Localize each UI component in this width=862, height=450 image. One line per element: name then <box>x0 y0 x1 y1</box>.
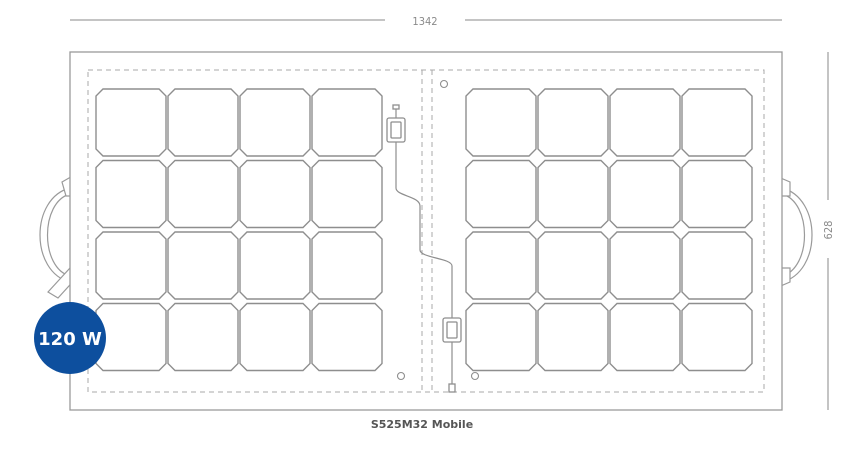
solar-cell-left-r1-c2 <box>167 88 239 157</box>
width-dimension-label: 1342 <box>412 15 437 28</box>
connector-top <box>392 104 400 110</box>
solar-cell-right-r2-c4 <box>681 159 753 229</box>
mounting-hole-bottom-left <box>396 371 406 381</box>
left-module-cells <box>95 88 383 372</box>
solar-cell-right-r1-c4 <box>681 88 753 157</box>
solar-cell-left-r4-c3 <box>239 302 311 372</box>
solar-cell-left-r2-c4 <box>311 159 383 229</box>
solar-cell-left-r4-c1 <box>95 302 167 372</box>
height-dimension: 628 <box>822 52 835 410</box>
width-dimension: 1342 <box>70 15 782 28</box>
solar-cell-left-r2-c2 <box>167 159 239 229</box>
mounting-hole-bottom-right <box>470 371 480 381</box>
solar-cell-right-r2-c2 <box>537 159 609 229</box>
solar-cell-right-r3-c3 <box>609 231 681 300</box>
solar-cell-right-r4-c1 <box>465 302 537 372</box>
solar-cell-left-r3-c4 <box>311 231 383 300</box>
solar-cell-right-r3-c2 <box>537 231 609 300</box>
solar-cell-left-r3-c2 <box>167 231 239 300</box>
junction-box-bottom-inner <box>446 321 458 339</box>
solar-cell-left-r3-c3 <box>239 231 311 300</box>
solar-cell-left-r1-c4 <box>311 88 383 157</box>
solar-cell-left-r2-c1 <box>95 159 167 229</box>
solar-cell-right-r4-c4 <box>681 302 753 372</box>
solar-cell-left-r4-c2 <box>167 302 239 372</box>
right-module-cells <box>465 88 753 372</box>
connector-bottom <box>448 383 456 393</box>
model-name: S525M32 Mobile <box>371 418 473 431</box>
left-handle-strap <box>39 187 71 283</box>
solar-cell-left-r2-c3 <box>239 159 311 229</box>
power-badge: 120 W <box>34 302 106 374</box>
solar-cell-right-r1-c2 <box>537 88 609 157</box>
power-badge-text: 120 W <box>38 329 102 350</box>
solar-cell-right-r3-c1 <box>465 231 537 300</box>
solar-cell-right-r1-c3 <box>609 88 681 157</box>
panel-outer-seam <box>87 69 765 393</box>
solar-cell-right-r3-c4 <box>681 231 753 300</box>
cable-run <box>395 142 453 318</box>
mounting-hole-top <box>439 79 449 89</box>
solar-cell-left-r1-c1 <box>95 88 167 157</box>
height-dimension-label: 628 <box>822 221 835 240</box>
solar-cell-right-r2-c3 <box>609 159 681 229</box>
solar-cell-left-r3-c1 <box>95 231 167 300</box>
solar-cell-right-r4-c3 <box>609 302 681 372</box>
power-badge-circle <box>34 302 106 374</box>
junction-box-top-inner <box>390 121 402 139</box>
solar-cell-left-r1-c3 <box>239 88 311 157</box>
solar-cell-right-r1-c1 <box>465 88 537 157</box>
solar-cell-right-r2-c1 <box>465 159 537 229</box>
solar-cell-right-r4-c2 <box>537 302 609 372</box>
cable-assembly <box>386 104 462 393</box>
solar-cell-left-r4-c4 <box>311 302 383 372</box>
